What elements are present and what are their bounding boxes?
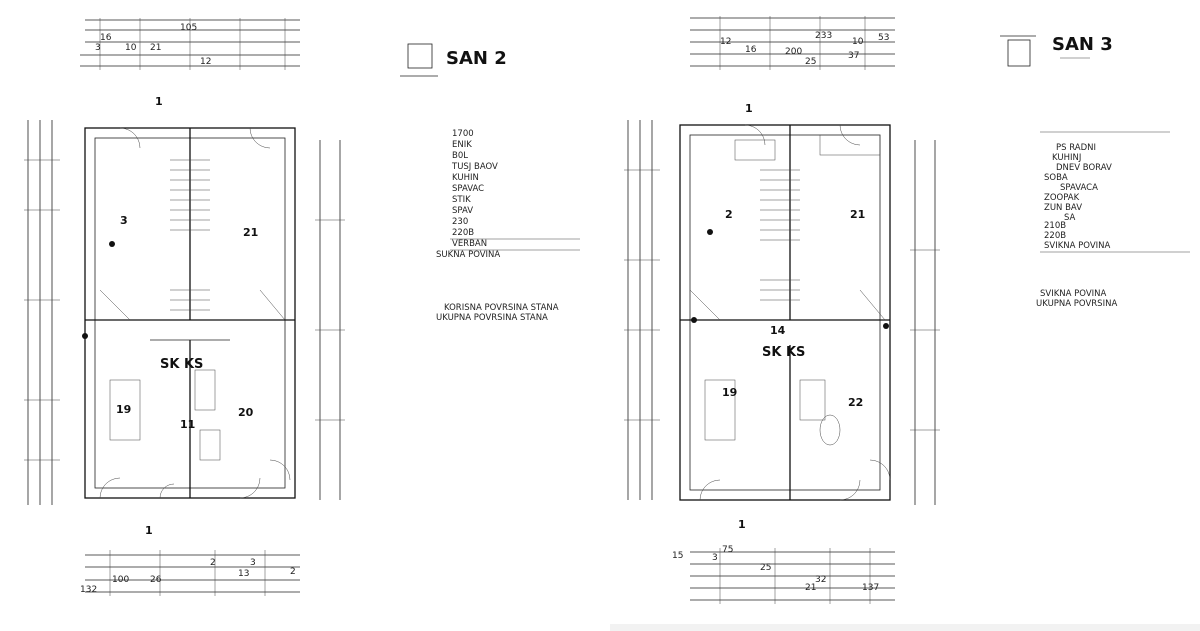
dim-label: 21 <box>150 43 161 53</box>
room-number: 3 <box>120 214 128 227</box>
note: UKUPNA POVRSINA STANA <box>436 313 548 323</box>
room-number: 14 <box>770 324 786 337</box>
dim-label: 105 <box>180 23 197 33</box>
column-marker <box>82 333 88 339</box>
plan-title: SAN 2 <box>446 48 507 69</box>
table-row: SPAVAC <box>452 184 484 194</box>
note: KORISNA POVRSINA STANA <box>444 303 559 313</box>
room-number: 19 <box>722 386 737 399</box>
table-row: 1700 <box>452 129 474 139</box>
room-number: 21 <box>850 208 865 221</box>
area-table-left: 1700 ENIK B0L TUSJ BAOV KUHIN SPAVAC STI… <box>436 129 580 323</box>
dim-label: 32 <box>815 575 826 585</box>
table-row: TUSJ BAOV <box>451 162 498 172</box>
dim-label: 200 <box>785 47 802 57</box>
room-number: 11 <box>180 418 195 431</box>
dim-label: 12 <box>720 37 731 47</box>
dim-label: 75 <box>722 545 733 555</box>
table-row: SUKNA POVINA <box>436 250 500 260</box>
dim-label: 25 <box>760 563 771 573</box>
side-dimension-lines-left <box>24 120 345 505</box>
bottom-dimension-lines-left: 3 2 2 100 26 13 132 <box>80 550 300 596</box>
table-row: 220B <box>1044 231 1066 241</box>
dim-label: 132 <box>80 585 97 595</box>
room-number: 21 <box>243 226 258 239</box>
dim-label: 100 <box>112 575 129 585</box>
side-dimension-lines-right <box>624 120 940 505</box>
plan-left: 105 16 10 21 3 12 <box>24 18 580 596</box>
table-row: PS RADNI <box>1056 143 1096 153</box>
column-marker <box>691 317 697 323</box>
dim-label: 16 <box>745 45 757 55</box>
dim-label: 15 <box>672 551 683 561</box>
table-row: ZUN BAV <box>1044 203 1082 213</box>
dim-label: 3 <box>250 558 256 568</box>
table-row: ENIK <box>452 140 472 150</box>
dim-label: 25 <box>805 57 816 67</box>
room-number: 22 <box>848 396 863 409</box>
column-marker <box>883 323 889 329</box>
table-row: 210B <box>1044 221 1066 231</box>
table-row: STIK <box>452 195 471 205</box>
dim-label: 233 <box>815 31 832 41</box>
dim-label: 137 <box>862 583 879 593</box>
table-row: B0L <box>452 151 468 161</box>
dim-label: 12 <box>200 57 211 67</box>
stair-label: SK KS <box>762 345 805 360</box>
room-number: 1 <box>738 518 746 531</box>
table-row: DNEV BORAV <box>1056 163 1112 173</box>
note: SVIKNA POVINA <box>1040 289 1107 299</box>
dim-label: 2 <box>290 567 296 577</box>
stair-label: SK KS <box>160 357 203 372</box>
dim-label: 21 <box>805 583 816 593</box>
dim-label: 10 <box>852 37 864 47</box>
dim-label: 10 <box>125 43 137 53</box>
table-row: SPAV <box>452 206 473 216</box>
stairs-right <box>760 169 800 301</box>
table-row: VERBAN <box>452 239 487 249</box>
room-number: 19 <box>116 403 131 416</box>
table-row: 220B <box>452 228 474 238</box>
plan-right: 12 16 233 10 53 200 25 37 <box>624 16 1190 604</box>
dim-label: 2 <box>210 558 216 568</box>
dim-label: 3 <box>712 553 718 563</box>
bottom-dimension-lines-right: 15 3 75 25 32 21 137 <box>672 545 895 604</box>
table-row: SOBA <box>1044 173 1068 183</box>
column-marker <box>109 241 115 247</box>
dim-label: 37 <box>848 51 859 61</box>
column-marker <box>707 229 713 235</box>
dim-label: 13 <box>238 569 249 579</box>
table-row: SPAVACA <box>1060 183 1098 193</box>
note: UKUPNA POVRSINA <box>1036 299 1117 309</box>
dim-label: 3 <box>95 43 101 53</box>
building-outline-right <box>679 124 891 501</box>
area-table-right: PS RADNI KUHINJ DNEV BORAV SOBA SPAVACA … <box>1036 131 1190 309</box>
room-number: 2 <box>725 208 733 221</box>
top-dimension-lines-left: 105 16 10 21 3 12 <box>80 18 300 70</box>
table-row: KUHIN <box>452 173 479 183</box>
table-row: SA <box>1064 213 1076 223</box>
table-row: KUHINJ <box>1052 153 1081 163</box>
building-outline-left <box>82 127 296 499</box>
table-row: ZOOPAK <box>1044 193 1080 203</box>
title-box <box>1007 39 1031 67</box>
dim-label: 16 <box>100 33 112 43</box>
dim-label: 26 <box>150 575 162 585</box>
stairs-left <box>170 159 210 311</box>
table-row: 230 <box>452 217 468 227</box>
dim-label: 53 <box>878 33 889 43</box>
title-box <box>407 43 433 69</box>
bottom-strip <box>610 624 1200 631</box>
room-number: 1 <box>155 95 163 108</box>
table-row: SVIKNA POVINA <box>1044 241 1111 251</box>
room-number: 20 <box>238 406 254 419</box>
room-number: 1 <box>145 524 153 537</box>
room-number: 1 <box>745 102 753 115</box>
top-dimension-lines-right: 12 16 233 10 53 200 25 37 <box>690 16 895 70</box>
plan-title: SAN 3 <box>1052 34 1113 55</box>
